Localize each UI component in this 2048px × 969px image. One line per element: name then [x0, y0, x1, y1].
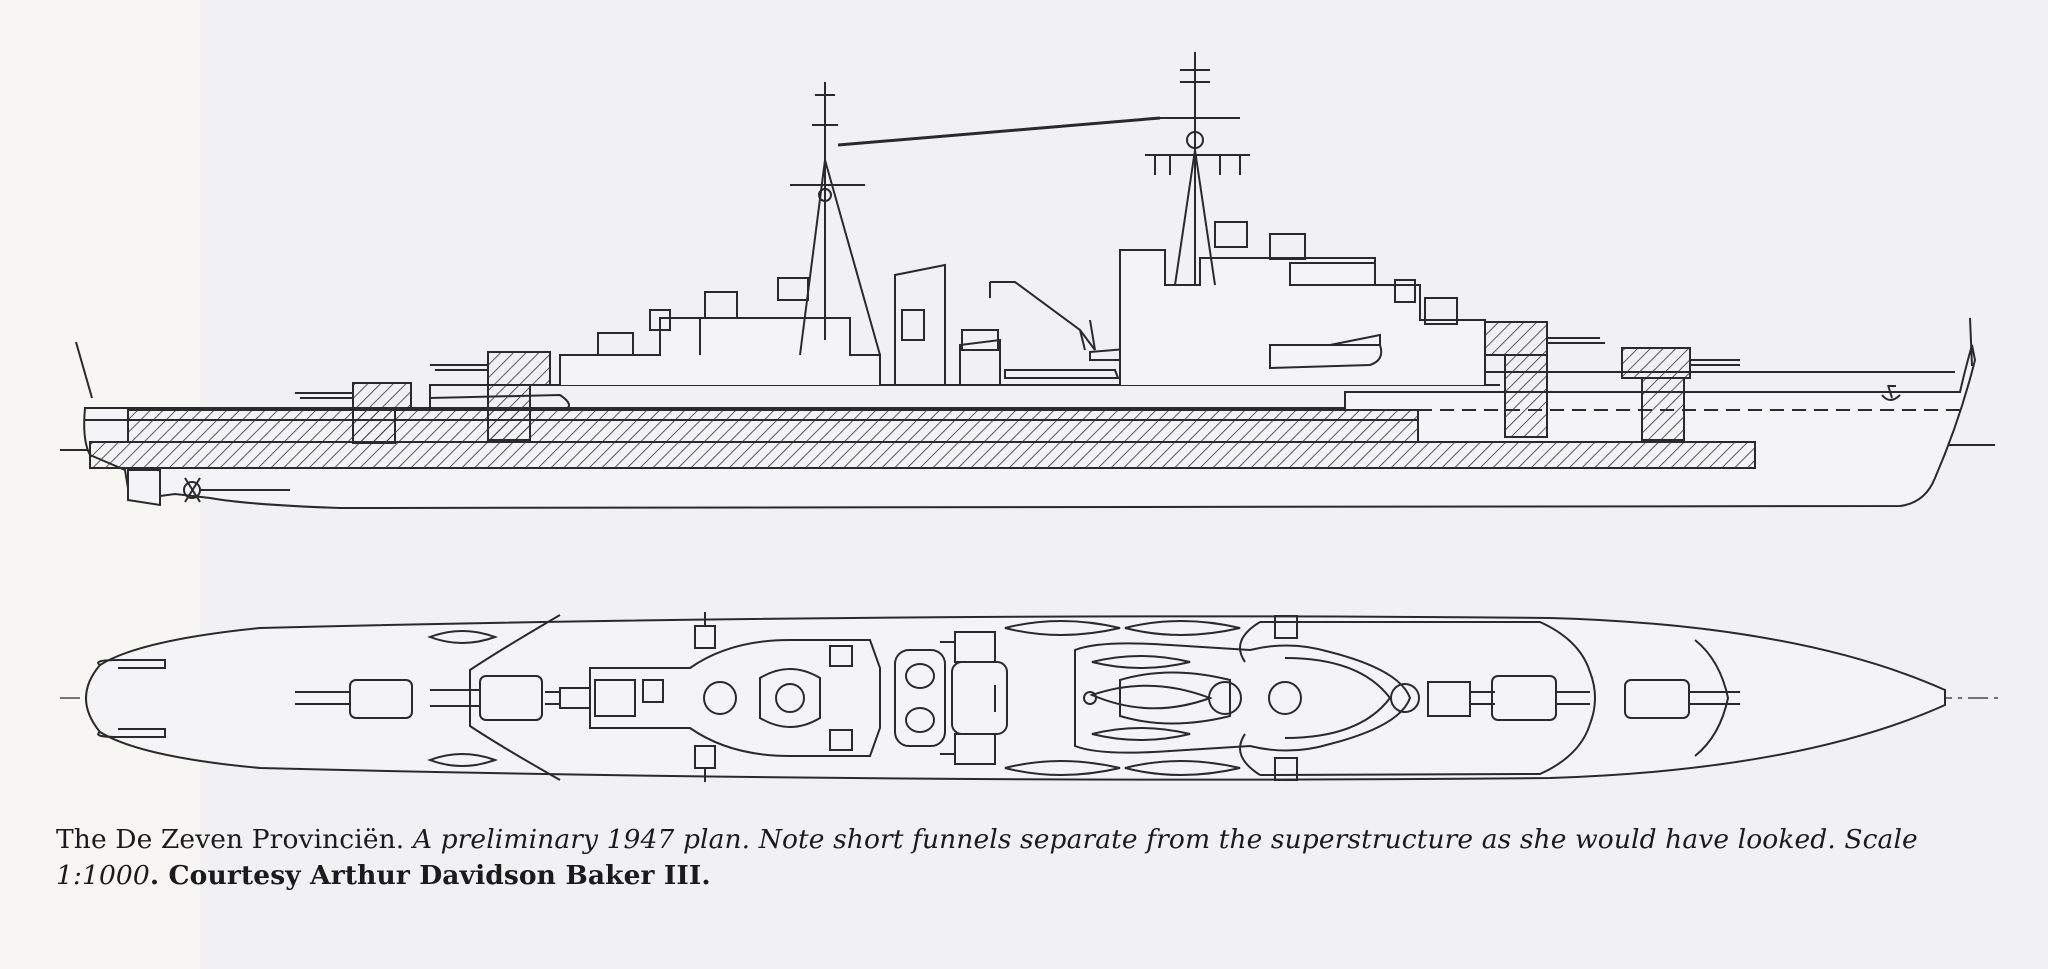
caption-ship-name: The De Zeven Provinciën.	[56, 824, 405, 855]
rudder	[127, 469, 161, 507]
crane	[989, 281, 1096, 351]
figure-caption: The De Zeven Provinciën. A preliminary 1…	[56, 822, 2006, 894]
turret-plan-fwd-2	[1491, 675, 1590, 721]
anchor-icon	[1881, 384, 1901, 401]
caption-credit: . Courtesy Arthur Davidson Baker III.	[149, 860, 711, 891]
turret-plan-aft-2	[430, 675, 543, 721]
caption-note: A preliminary 1947 plan. Note short funn…	[56, 824, 1918, 891]
turret-plan-fwd-1	[1427, 681, 1495, 717]
superstructure-fwd	[1119, 249, 1486, 385]
turret-plan-fwd-3	[1624, 679, 1740, 719]
ship-plan-drawing	[60, 52, 2000, 782]
plan-view	[60, 612, 2000, 782]
turret-fwd-2	[1621, 347, 1740, 441]
mast-aft	[790, 82, 1161, 356]
hull-plan	[85, 615, 1946, 781]
turret-fwd-1	[1484, 321, 1605, 438]
funnel-aft	[894, 263, 946, 385]
turret-plan-aft-1	[295, 679, 413, 719]
superstructure-aft	[559, 317, 881, 385]
mast-fwd	[1145, 52, 1250, 286]
turret-aft-1	[295, 382, 412, 444]
profile-view	[60, 52, 1995, 510]
secondary-mounts	[694, 612, 1298, 782]
funnels-plan	[894, 649, 1008, 747]
boats	[427, 620, 1241, 776]
armour-belt	[127, 419, 1419, 443]
turret-aft-2	[430, 351, 551, 441]
